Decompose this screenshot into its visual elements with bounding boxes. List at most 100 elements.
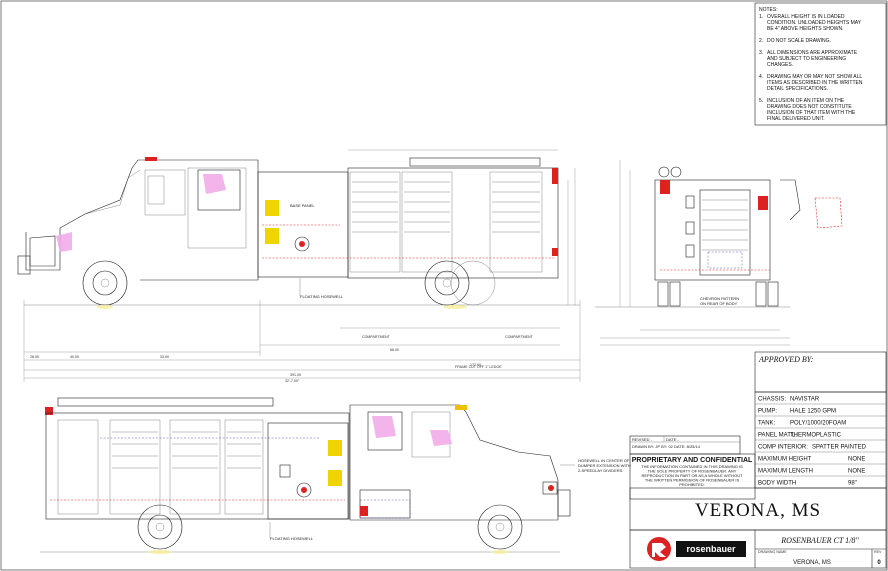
cab-window-front-bottom xyxy=(411,411,451,458)
side-elevation-top: BASE PANEL FLOATING HOSEWELL 28.00 xyxy=(17,149,581,383)
front-bumper xyxy=(17,255,31,275)
cab-light-bar xyxy=(145,157,157,161)
specs-rows: CHASSIS: NAVISTAR PUMP: HALE 1250 GPM TANK: P… xyxy=(755,397,886,487)
roll-up-door-lines xyxy=(352,181,540,233)
floating-hosewell-top: FLOATING HOSEWELL xyxy=(300,294,344,299)
spec-label: PANEL MAT'L: xyxy=(758,433,797,439)
notes-heading: NOTES: xyxy=(759,7,778,13)
spec-label: TANK: xyxy=(758,421,776,427)
compartment-3 xyxy=(489,171,543,273)
note-line: BE 4" ABOVE HEIGHTS SHOWN. xyxy=(767,26,844,32)
rear-wheel-bottom xyxy=(137,504,183,550)
spec-value: SPATTER PAINTED xyxy=(812,445,867,451)
cab-rear-window xyxy=(197,169,241,211)
drawn-by: DRAWN BY: JP BY: 02 DATE: 8/25/14 xyxy=(632,444,701,449)
pump-panel-yellow-1 xyxy=(265,200,279,216)
frame-cut-label: FRAME CUT OFF 1" LEDGE xyxy=(455,365,502,369)
revision-date-label: DATE - xyxy=(666,437,679,442)
proprietary-line: REPRODUCTION IN PART OR AS A WHOLE WITHO… xyxy=(641,473,743,478)
front-wheel-bottom xyxy=(477,504,523,550)
note-number: 2. xyxy=(759,38,763,44)
proprietary-line: THE INFORMATION CONTAINED IN THIS DRAWIN… xyxy=(641,464,743,469)
pump-inlet-top xyxy=(294,236,310,252)
side-elevation-bottom: FLOATING HOSEWELL HOSEWELL IN CENTER OF … xyxy=(40,397,631,554)
dim-compartment-right: COMPARTMENT xyxy=(505,335,534,339)
note-number: 4. xyxy=(759,74,763,80)
logo-wordmark: rosenbauer xyxy=(686,544,736,554)
compartment-2 xyxy=(401,171,453,273)
front-wheel-top xyxy=(82,260,128,306)
cab-outline xyxy=(25,159,259,281)
proprietary-title: PROPRIETARY AND CONFIDENTIAL xyxy=(632,457,753,464)
note-line: DO NOT SCALE DRAWING. xyxy=(767,38,831,44)
top-dimension-lines xyxy=(23,149,581,382)
spec-value: NAVISTAR xyxy=(790,397,820,403)
customer-name: VERONA, MS xyxy=(695,500,821,521)
cab-door-rear xyxy=(187,167,247,249)
rear-hosebed xyxy=(707,251,743,269)
dim-body-length: 66.00 xyxy=(390,348,399,352)
spec-value: NONE xyxy=(848,457,865,463)
dim-cab-to-axle: 33.00 xyxy=(160,355,169,359)
compartment-1 xyxy=(349,171,401,273)
dim-compartment-left: COMPARTMENT xyxy=(362,335,391,339)
note-line: CHANGES. xyxy=(767,62,793,68)
hosewell-center-3: 2-SPEEDLAY DIVIDERS xyxy=(578,468,623,473)
spec-value: 98" xyxy=(848,481,857,487)
revised-label: REVISED - xyxy=(632,437,653,442)
chevron-label-1: CHEVRON PATTERN xyxy=(700,296,739,301)
hosewell-center-2: DUMPER EXTENSION WITH xyxy=(578,463,631,468)
floating-hosewell-bottom: FLOATING HOSEWELL xyxy=(270,536,314,541)
pump-panel xyxy=(257,171,349,278)
spec-label: BODY WIDTH xyxy=(758,481,796,487)
proprietary-lines: THE INFORMATION CONTAINED IN THIS DRAWIN… xyxy=(641,464,743,487)
note-number: 5. xyxy=(759,98,763,104)
spec-label: COMP INTERIOR: xyxy=(758,445,808,451)
model-name: ROSENBAUER CT 1/8" xyxy=(780,536,859,545)
spec-value: THERMOPLASTIC xyxy=(790,433,842,439)
spec-label: MAXIMUM LENGTH xyxy=(758,469,813,475)
note-line: DRAWING DOES NOT CONSTITUTE xyxy=(767,104,852,110)
rear-step-red xyxy=(814,197,843,229)
note-line: ALL DIMENSIONS ARE APPROXIMATE xyxy=(767,50,858,56)
spec-label: MAXIMUM HEIGHT xyxy=(758,457,812,463)
note-line: OVERALL HEIGHT IS IN LOADED xyxy=(767,14,845,20)
rear-elevation: CHEVRON PATTERN ON REAR OF BODY xyxy=(595,160,843,346)
dim-front-overhang: 40.00 xyxy=(70,355,79,359)
hosewell-center-1: HOSEWELL IN CENTER OF xyxy=(578,458,630,463)
rear-body xyxy=(654,179,771,281)
apparatus-body xyxy=(347,167,559,279)
notes-box: NOTES: 1.OVERALL HEIGHT IS IN LOADEDCOND… xyxy=(754,2,887,126)
front-bumper-bottom xyxy=(557,489,571,517)
spec-label: PUMP: xyxy=(758,409,777,415)
note-line: INCLUSION OF THAT ITEM WITH THE xyxy=(767,110,856,116)
approved-by-label: APPROVED BY: xyxy=(758,355,814,364)
grille xyxy=(29,235,56,267)
spec-value: NONE xyxy=(848,469,865,475)
rear-compartment xyxy=(699,189,751,276)
spec-label: CHASSIS: xyxy=(758,397,786,403)
rear-warning-right xyxy=(758,196,768,210)
title-block: APPROVED BY: CHASSIS: NAVISTAR PUMP: HALE 1… xyxy=(629,351,887,569)
note-line: DETAIL SPECIFICATIONS. xyxy=(767,86,828,92)
dim-front-bumper: 28.00 xyxy=(30,355,39,359)
ladder-rack xyxy=(409,157,541,167)
rev-value: 0 xyxy=(877,560,881,566)
drawing-name: VERONA, MS xyxy=(793,560,831,566)
dim-wheelbase: 172.00 xyxy=(470,363,481,367)
rear-warning-left xyxy=(660,180,670,194)
dim-overall-length: 32'-7.00" xyxy=(285,379,300,383)
note-line: FINAL DELIVERED UNIT. xyxy=(767,116,825,122)
cab-door-front xyxy=(144,169,186,216)
pump-panel-bottom xyxy=(267,422,349,520)
dim-overall-length-in: 391.00 xyxy=(290,373,301,377)
note-line: DRAWING MAY OR MAY NOT SHOW ALL xyxy=(767,74,862,80)
proprietary-line: PROHIBITED. xyxy=(679,482,705,487)
drawing-name-label: DRAWING NAME xyxy=(758,550,787,554)
proprietary-block xyxy=(629,453,756,500)
note-line: AND SUBJECT TO ENGINEERING xyxy=(767,56,846,62)
cab-window-rear-bottom xyxy=(367,411,403,451)
spec-value: HALE 1250 GPM xyxy=(790,409,836,415)
